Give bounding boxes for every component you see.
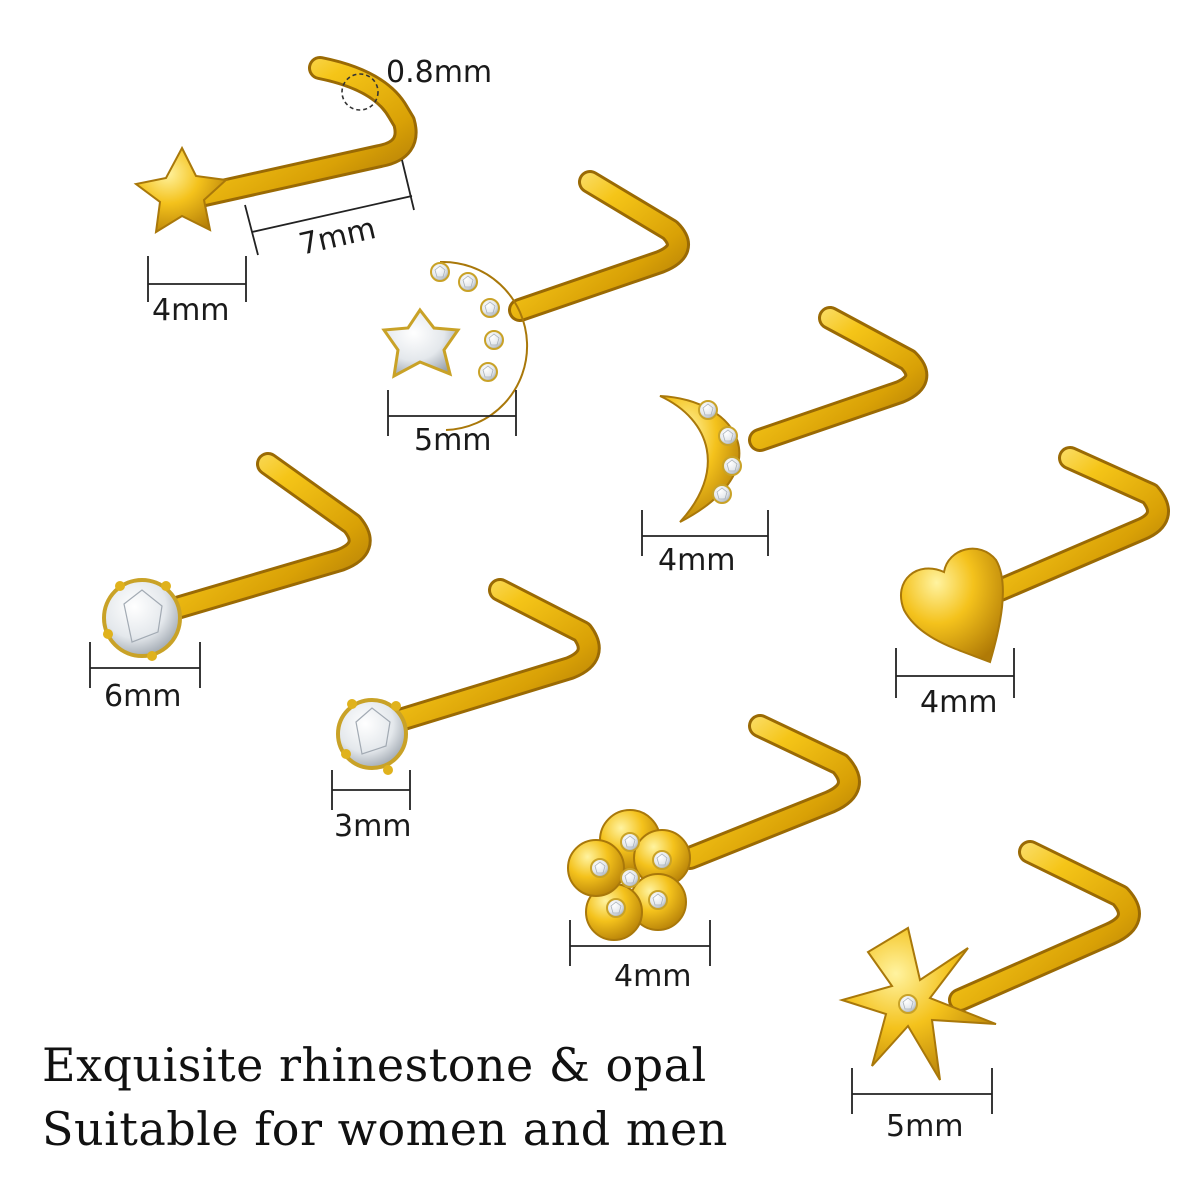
stud-starburst [838,840,1141,1081]
dimension-starburst [851,1068,993,1114]
moon-star-crescent [439,260,529,431]
stud-crescent-moon [659,306,929,523]
stud-flower [567,714,861,941]
stud-heart [900,446,1170,664]
round-6mm-size-label: 6mm [104,679,182,714]
flower-size-label: 4mm [614,959,692,994]
starburst-size-label: 5mm [886,1109,964,1144]
round-3mm-size-label: 3mm [334,809,412,844]
stud-round-3mm [336,578,601,775]
stud-round-6mm [102,452,372,661]
star-size-label: 4mm [152,293,230,328]
starburst-head [838,926,997,1081]
dimension-heart [895,648,1015,698]
stud-star [133,56,418,234]
length-dimension [244,159,415,256]
dimension-moon-star [387,390,517,436]
dimension-crescent-moon [641,510,769,556]
gauge-label: 0.8mm [386,55,492,90]
star-head [133,145,229,234]
crescent-moon-size-label: 4mm [658,543,736,578]
round-6mm-gem [102,578,182,658]
caption-line-2: Suitable for women and men [42,1102,728,1156]
flower-head [567,809,691,941]
caption-line-1: Exquisite rhinestone & opal [42,1038,707,1092]
gauge-marker [341,73,379,111]
moon-star-gem [381,307,461,379]
round-3mm-gem [336,698,408,770]
moon-star-size-label: 5mm [414,423,492,458]
heart-size-label: 4mm [920,685,998,720]
dimension-flower [569,920,711,966]
dimension-round-3mm [331,770,411,810]
dimension-star [147,256,247,302]
dimension-round-6mm [89,642,201,688]
heart-head [900,547,1004,664]
stud-moon-star [381,170,690,431]
